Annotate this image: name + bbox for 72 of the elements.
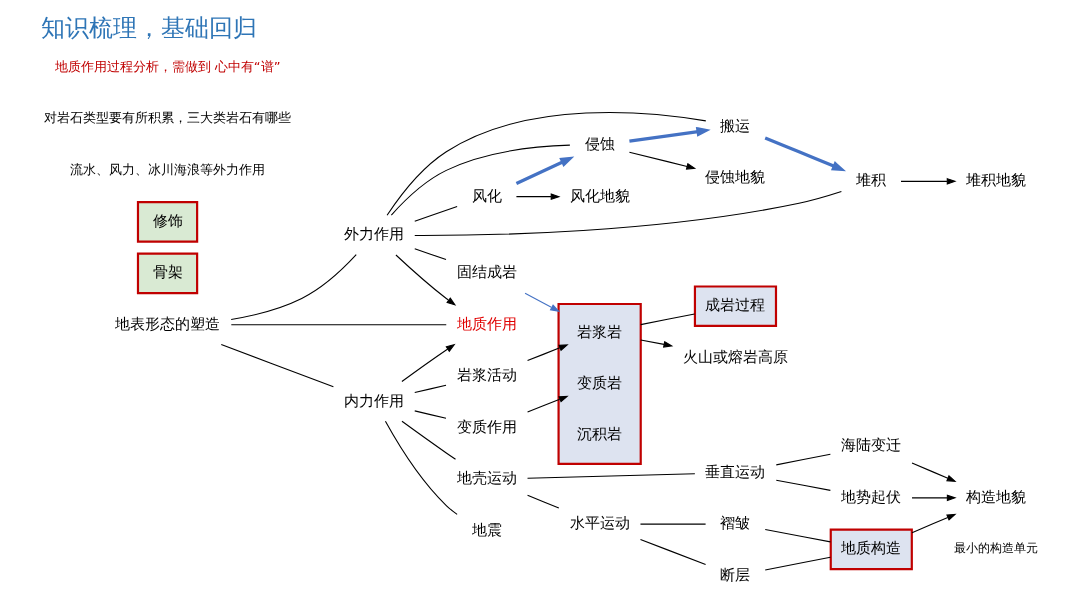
node-box: 修饰 — [136, 201, 198, 243]
arrow — [524, 292, 560, 312]
connector — [386, 112, 706, 216]
arrow — [628, 151, 696, 170]
node-box: 成岩过程 — [693, 285, 777, 327]
connector — [230, 254, 357, 320]
node-text: 地表形态的塑造 — [114, 314, 220, 333]
node-text: 地质作用 — [456, 314, 517, 333]
connector — [526, 494, 559, 509]
node-text: 地势起伏 — [840, 487, 901, 506]
node-text: 地震 — [471, 520, 502, 539]
node-text: 地壳运动 — [456, 469, 517, 488]
node-box: 骨架 — [136, 252, 198, 295]
connector — [413, 206, 458, 222]
connector — [390, 144, 570, 216]
node-text: 外力作用 — [343, 225, 404, 244]
connector — [384, 420, 458, 515]
node-text: 固结成岩 — [456, 263, 517, 282]
node-text: 搬运 — [719, 116, 750, 135]
node-text: 水平运动 — [569, 514, 630, 533]
connector — [775, 479, 831, 491]
arrow — [639, 339, 673, 348]
node-text: 岩浆岩 — [576, 322, 622, 341]
arrow — [910, 462, 957, 482]
node-text: 风化 — [471, 186, 502, 205]
node-text: 火山或熔岩高原 — [682, 347, 788, 366]
label: 对岩石类型要有所积累，三大类岩石有哪些 — [43, 110, 291, 126]
arrow — [394, 254, 456, 306]
node-text: 岩浆活动 — [456, 366, 517, 385]
connector — [526, 473, 695, 479]
node-text: 变质岩 — [576, 374, 622, 393]
arrow — [400, 343, 456, 383]
diagram-title: 知识梳理，基础回归 — [40, 14, 257, 43]
connector — [413, 248, 447, 261]
connector — [230, 324, 447, 326]
connector — [220, 344, 334, 388]
arrow — [899, 177, 957, 185]
node-text: 断层 — [719, 565, 750, 584]
connector — [764, 556, 831, 571]
node-box: 地质构造 — [829, 528, 913, 571]
label: 地质作用过程分析，需做到 心中有“谱” — [54, 58, 280, 74]
connector — [639, 313, 695, 326]
connector — [775, 453, 831, 466]
node-label: 最小的构造单元 — [953, 541, 1038, 556]
node-text: 变质作用 — [456, 417, 517, 436]
arrow — [515, 193, 561, 201]
arrow — [526, 395, 569, 413]
node-text: 构造地貌 — [965, 487, 1026, 506]
arrow — [910, 494, 957, 502]
arrow — [628, 126, 711, 143]
connector — [413, 410, 447, 419]
connector — [413, 384, 447, 393]
node-text: 垂直运动 — [704, 462, 765, 481]
arrow — [764, 136, 846, 172]
arrow — [526, 344, 569, 362]
connector — [639, 538, 706, 566]
connector — [764, 529, 831, 543]
node-text: 堆积地貌 — [965, 171, 1026, 190]
node-text: 风化地貌 — [569, 186, 630, 205]
arrow — [515, 156, 574, 185]
connector — [639, 523, 706, 525]
node-text: 堆积 — [855, 171, 886, 190]
label: 流水、风力、冰川海浪等外力作用 — [69, 161, 265, 177]
arrow — [910, 513, 957, 534]
connector — [400, 420, 456, 460]
node-text: 沉积岩 — [576, 425, 622, 444]
node-text: 褶皱 — [719, 514, 750, 533]
node-text: 海陆变迁 — [840, 436, 901, 455]
node-text: 内力作用 — [343, 391, 404, 410]
connector — [413, 190, 842, 237]
node-text: 侵蚀 — [584, 135, 615, 154]
node-text: 侵蚀地貌 — [704, 168, 765, 187]
